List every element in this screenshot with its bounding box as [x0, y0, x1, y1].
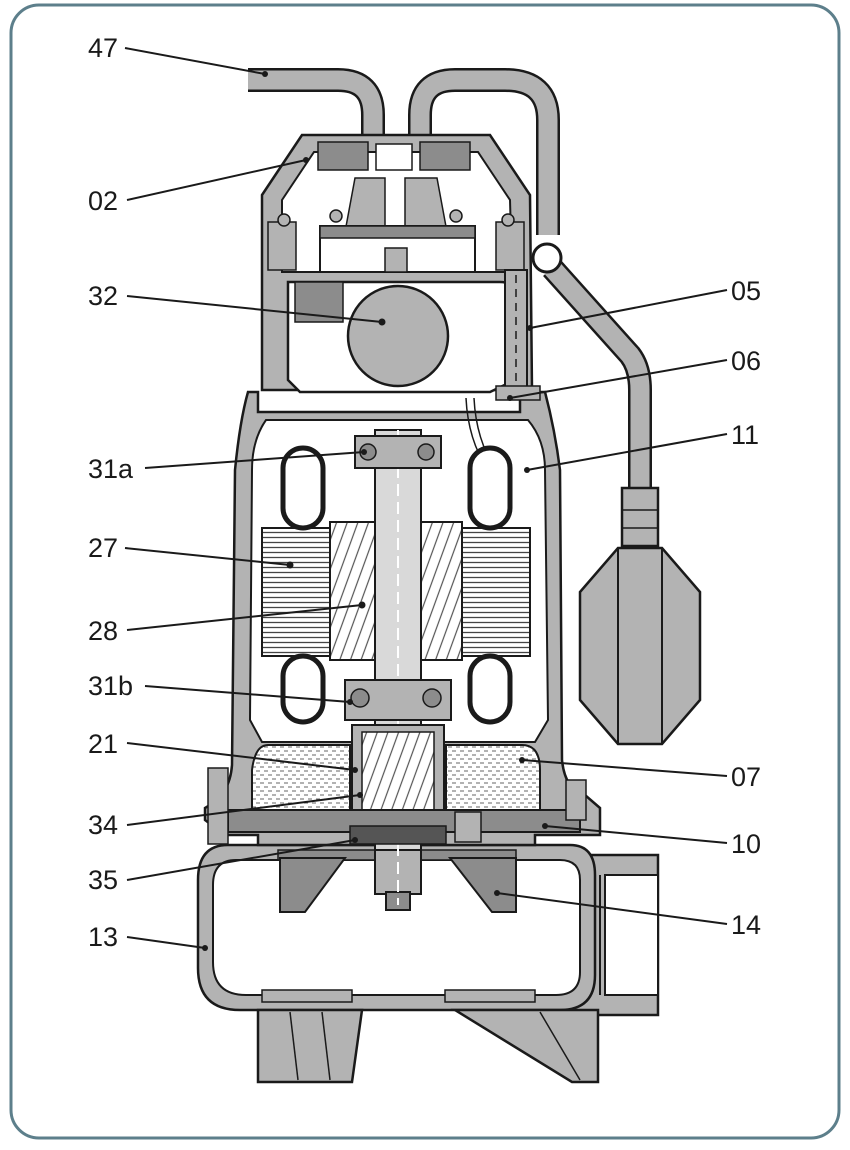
leader-02 — [126, 159, 307, 201]
leader-32 — [126, 295, 383, 323]
label-28: 28 — [88, 616, 118, 646]
leader-28 — [126, 604, 363, 631]
leader-34 — [126, 794, 361, 826]
label-14: 14 — [731, 910, 761, 940]
leader-05 — [529, 289, 728, 329]
leader-07 — [521, 759, 728, 777]
label-06: 06 — [731, 346, 761, 376]
label-34: 34 — [88, 810, 118, 840]
label-27: 27 — [88, 533, 118, 563]
leader-10 — [544, 825, 728, 844]
callout-leaders — [124, 47, 728, 949]
label-31a: 31a — [88, 454, 134, 484]
label-13: 13 — [88, 922, 118, 952]
label-07: 07 — [731, 762, 761, 792]
float-switch — [531, 242, 702, 746]
leader-47 — [124, 47, 266, 75]
leader-35 — [126, 839, 356, 881]
label-11: 11 — [731, 420, 759, 450]
leader-31a — [144, 451, 365, 469]
label-32: 32 — [88, 281, 118, 311]
capacitor-compartment — [286, 269, 541, 471]
leader-14 — [496, 892, 728, 925]
callout-labels: 47 02 32 31a 27 28 31b 21 34 35 13 05 06… — [88, 33, 761, 952]
label-02: 02 — [88, 186, 118, 216]
leader-21 — [126, 742, 356, 771]
callout-dots — [202, 71, 548, 951]
label-21: 21 — [88, 729, 118, 759]
label-47: 47 — [88, 33, 118, 63]
leader-11 — [526, 433, 728, 471]
leader-27 — [124, 547, 291, 566]
label-31b: 31b — [88, 671, 133, 701]
label-05: 05 — [731, 276, 761, 306]
label-35: 35 — [88, 865, 118, 895]
upper-bearing — [354, 435, 442, 469]
power-cable — [248, 68, 560, 235]
leader-31b — [144, 685, 351, 703]
leader-06 — [509, 359, 728, 399]
leader-13 — [126, 936, 206, 949]
label-10: 10 — [731, 829, 761, 859]
lower-bearing — [344, 679, 452, 721]
stator — [261, 445, 531, 725]
